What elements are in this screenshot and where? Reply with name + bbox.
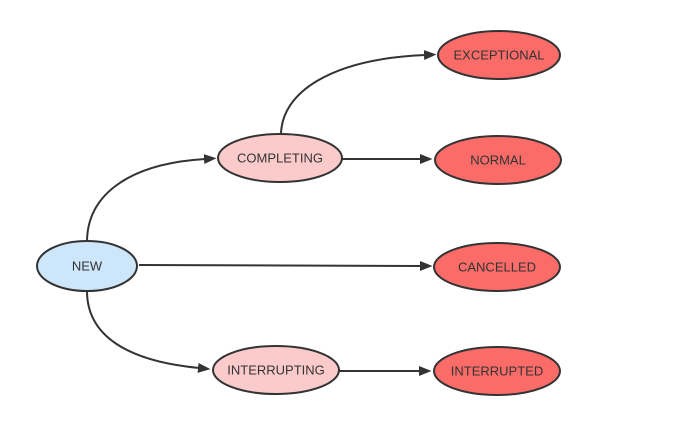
state-node-interrupting: INTERRUPTING xyxy=(212,345,340,395)
state-label-interrupting: INTERRUPTING xyxy=(227,363,325,378)
edge-new-to-interrupting xyxy=(86,290,211,373)
state-label-interrupted: INTERRUPTED xyxy=(451,364,543,379)
state-ellipse-new xyxy=(36,240,138,292)
state-ellipse-exceptional xyxy=(437,30,561,80)
state-node-completing: COMPLETING xyxy=(217,133,343,183)
state-node-cancelled: CANCELLED xyxy=(433,242,561,292)
edge-new-to-completing xyxy=(86,154,217,243)
state-node-exceptional: EXCEPTIONAL xyxy=(437,30,561,80)
edge-new-to-cancelled xyxy=(138,260,433,271)
state-ellipse-interrupting xyxy=(212,345,340,395)
state-ellipse-cancelled xyxy=(433,242,561,292)
state-label-new: NEW xyxy=(72,259,103,274)
state-label-cancelled: CANCELLED xyxy=(458,260,536,275)
state-node-interrupted: INTERRUPTED xyxy=(433,346,561,396)
state-ellipse-normal xyxy=(434,135,562,185)
state-label-exceptional: EXCEPTIONAL xyxy=(453,48,544,63)
state-ellipse-completing xyxy=(217,133,343,183)
edges xyxy=(86,50,437,376)
state-node-normal: NORMAL xyxy=(434,135,562,185)
state-label-normal: NORMAL xyxy=(470,153,526,168)
edge-completing-to-exceptional xyxy=(280,50,437,136)
state-node-new: NEW xyxy=(36,240,138,292)
state-label-completing: COMPLETING xyxy=(237,151,323,166)
state-ellipse-interrupted xyxy=(433,346,561,396)
